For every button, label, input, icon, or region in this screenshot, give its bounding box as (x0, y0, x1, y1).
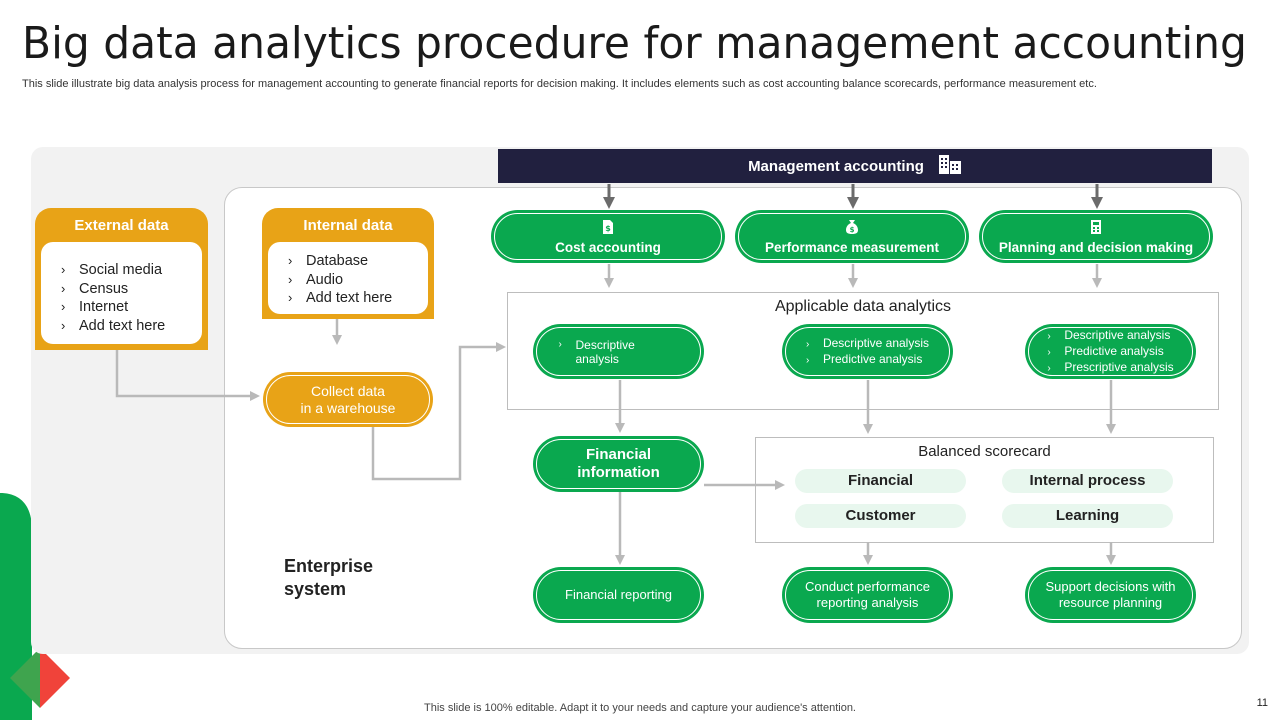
svg-text:$: $ (850, 226, 855, 234)
internal-data-list-box: ›Database ›Audio ›Add text here (268, 242, 428, 314)
corner-decoration (0, 493, 70, 720)
analytics-node-1: ›Descriptive analysis (533, 324, 704, 379)
page-number: 11 (1256, 697, 1268, 709)
financial-information-line-2: information (577, 464, 660, 481)
page-title: Big data analytics procedure for managem… (22, 18, 1247, 69)
list-item: ›Social media (61, 262, 163, 278)
list-item: ›Add text here (61, 317, 166, 334)
external-data-title: External data (74, 217, 169, 234)
support-decisions-node: Support decisions with resource planning (1025, 567, 1196, 623)
cost-accounting-label: Cost accounting (555, 239, 661, 255)
list-item: ›Census (61, 280, 129, 297)
chevron-right-icon: › (805, 338, 810, 350)
list-item: ›Add text here (288, 290, 393, 306)
analytics-node-3: ›Descriptive analysis ›Predictive analys… (1025, 324, 1196, 379)
buildings-icon (938, 153, 962, 179)
performance-reporting-line-2: reporting analysis (816, 595, 919, 610)
analytics-node-2: ›Descriptive analysis ›Predictive analys… (782, 324, 953, 379)
list-item: ›Descriptive analysis (558, 337, 635, 366)
internal-data-title: Internal data (303, 217, 393, 234)
list-item: ›Prescriptive analysis (1047, 359, 1174, 374)
planning-decision-label: Planning and decision making (998, 239, 1194, 255)
support-decisions-line-1: Support decisions with (1045, 579, 1176, 594)
scorecard-item-learning: Learning (1002, 504, 1173, 528)
chevron-right-icon: › (1047, 330, 1051, 342)
collect-line-1: Collect data (311, 382, 385, 399)
support-decisions-line-2: resource planning (1058, 595, 1163, 610)
collect-data-node: Collect data in a warehouse (263, 372, 433, 427)
list-item: ›Internet (61, 299, 129, 315)
chevron-right-icon: › (1047, 346, 1051, 358)
internal-data-card: Internal data ›Database ›Audio ›Add text… (262, 208, 434, 319)
management-accounting-bar: Management accounting (498, 149, 1212, 183)
list-item: ›Descriptive analysis (1047, 327, 1171, 342)
balanced-scorecard-title: Balanced scorecard (918, 443, 1051, 460)
chevron-right-icon: › (61, 280, 66, 296)
enterprise-system-label: Enterprise system (284, 556, 374, 599)
document-dollar-icon: $ (600, 219, 616, 238)
scorecard-item-financial: Financial (795, 469, 966, 493)
cost-accounting-node: $ Cost accounting (491, 210, 725, 263)
planning-decision-node: Planning and decision making (979, 210, 1213, 263)
scorecard-item-customer: Customer (795, 504, 966, 528)
footer-note: This slide is 100% editable. Adapt it to… (424, 702, 856, 714)
money-bag-icon: $ (844, 219, 860, 238)
performance-measurement-node: $ Performance measurement (735, 210, 969, 263)
external-data-list-box: ›Social media ›Census ›Internet ›Add tex… (41, 242, 202, 344)
external-data-card: External data ›Social media ›Census ›Int… (35, 208, 208, 350)
chevron-right-icon: › (61, 262, 66, 277)
list-item: ›Predictive analysis (1047, 343, 1164, 358)
financial-information-node: Financial information (533, 436, 704, 492)
scorecard-item-internal-process: Internal process (1002, 469, 1173, 493)
management-accounting-label: Management accounting (748, 157, 924, 175)
list-item: ›Audio (288, 271, 344, 288)
performance-reporting-line-1: Conduct performance (804, 579, 930, 594)
financial-information-line-1: Financial (585, 446, 652, 463)
performance-reporting-node: Conduct performance reporting analysis (782, 567, 953, 623)
chevron-right-icon: › (805, 354, 810, 366)
list-item: ›Descriptive analysis (805, 335, 930, 350)
chevron-right-icon: › (288, 290, 293, 305)
svg-text:$: $ (605, 224, 611, 233)
chevron-right-icon: › (558, 338, 562, 350)
list-item: ›Predictive analysis (805, 351, 923, 366)
financial-reporting-node: Financial reporting (533, 567, 704, 623)
performance-measurement-label: Performance measurement (764, 239, 940, 255)
chevron-right-icon: › (288, 253, 293, 268)
chevron-right-icon: › (1047, 362, 1051, 374)
chevron-right-icon: › (61, 317, 66, 333)
applicable-data-analytics-title: Applicable data analytics (774, 298, 952, 315)
calculator-icon (1088, 219, 1104, 238)
page-subtitle: This slide illustrate big data analysis … (22, 78, 1097, 90)
chevron-right-icon: › (61, 299, 66, 314)
collect-line-2: in a warehouse (300, 399, 396, 416)
financial-reporting-label: Financial reporting (565, 587, 672, 602)
list-item: ›Database (288, 253, 369, 269)
chevron-right-icon: › (288, 271, 293, 287)
